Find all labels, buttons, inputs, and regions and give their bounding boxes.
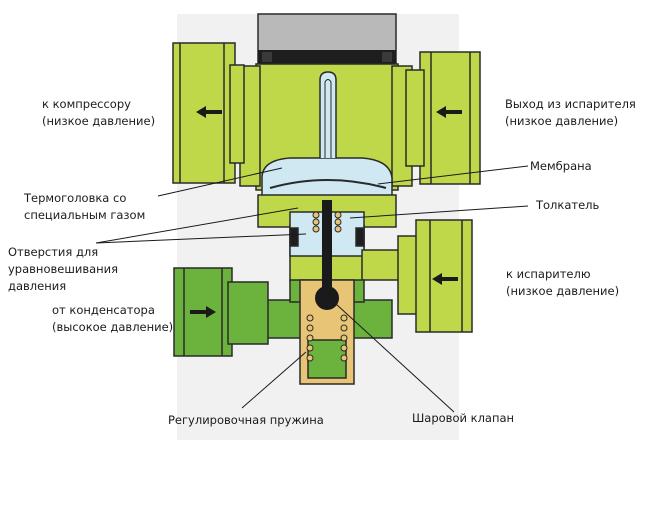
label-evaporator-outlet: Выход из испарителя (низкое давление) bbox=[505, 97, 636, 128]
leader-lines bbox=[95, 165, 529, 413]
label-from-condenser: от конденсатора (высокое давление) bbox=[52, 303, 174, 334]
arrow-left-icon bbox=[196, 106, 222, 118]
arrow-left-icon bbox=[432, 273, 458, 285]
adjusting-spring bbox=[306, 314, 348, 362]
label-to-compressor: к компрессору (низкое давление) bbox=[42, 97, 156, 128]
top-cap bbox=[257, 13, 397, 67]
membrane bbox=[269, 179, 387, 189]
label-equalizing-holes: Отверстия для уравновешивания давления bbox=[8, 245, 119, 293]
label-thermo-head: Термоголовка со специальным газом bbox=[24, 191, 146, 222]
label-ball-valve: Шаровой клапан bbox=[412, 411, 515, 425]
thermo-head bbox=[261, 71, 393, 201]
flow-arrows bbox=[190, 106, 462, 318]
arrow-left-icon bbox=[436, 106, 462, 118]
label-pusher: Толкатель bbox=[536, 198, 600, 212]
label-to-evaporator: к испарителю (низкое давление) bbox=[506, 267, 620, 298]
label-membrane: Мембрана bbox=[530, 159, 592, 173]
pusher-spring bbox=[312, 211, 342, 233]
evaporator-inlet-fitting bbox=[361, 219, 473, 333]
arrow-right-icon bbox=[190, 306, 216, 318]
lower-valve-body bbox=[261, 279, 393, 385]
pusher-rod bbox=[322, 200, 332, 298]
label-adjusting-spring: Регулировочная пружина bbox=[168, 413, 324, 427]
ball-valve bbox=[315, 286, 339, 310]
condenser-fitting bbox=[173, 267, 269, 357]
evaporator-outlet-fitting bbox=[405, 51, 481, 185]
